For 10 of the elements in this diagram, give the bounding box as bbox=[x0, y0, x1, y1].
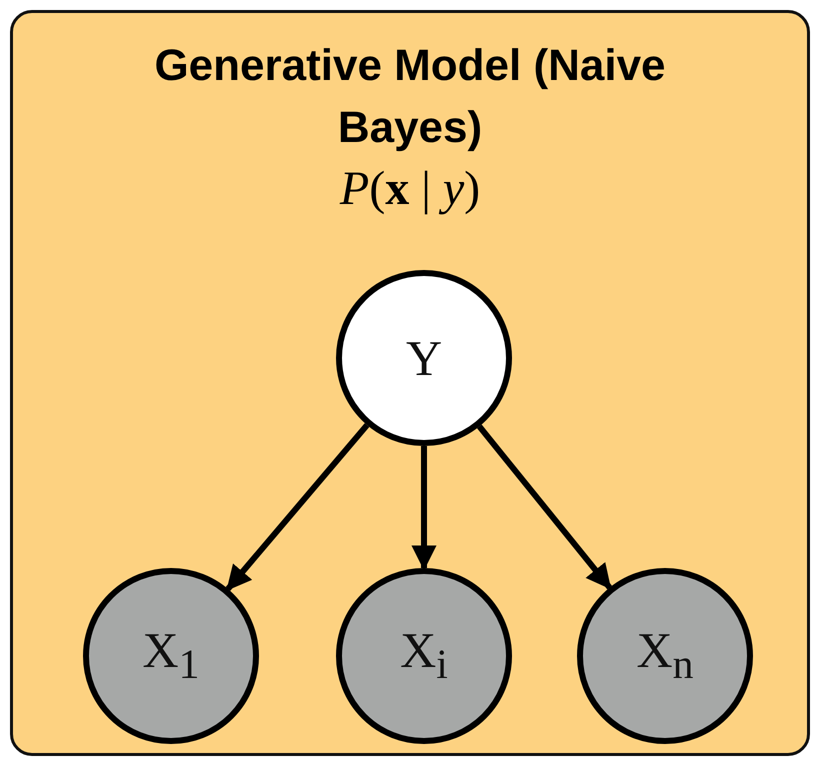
node-label: X$_{1}$ bbox=[142, 625, 200, 687]
node-label: X$_{n}$ bbox=[636, 625, 694, 687]
node-label: Y bbox=[406, 333, 442, 383]
formula: P(x | y) bbox=[340, 161, 480, 217]
arrow bbox=[477, 424, 612, 590]
arrow bbox=[411, 446, 437, 571]
node-label: X$_{i}$ bbox=[400, 625, 448, 687]
panel-title: Generative Model (Naive Bayes) bbox=[153, 40, 667, 154]
arrow bbox=[226, 423, 370, 591]
panel-background bbox=[10, 10, 810, 756]
